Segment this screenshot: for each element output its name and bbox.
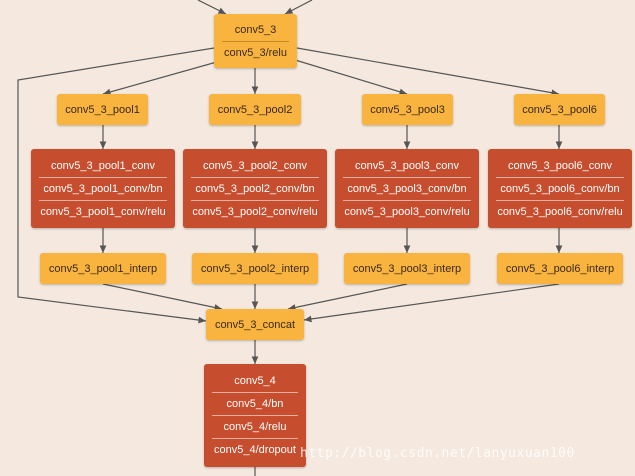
node-line: conv5_3_pool3: [370, 103, 445, 116]
edge-interp6-concat: [303, 283, 560, 323]
node-line: conv5_3_pool3_conv/relu: [344, 205, 470, 218]
edge-conv5-3-pool3: [281, 55, 408, 96]
node-line: conv5_3_pool2_conv/bn: [195, 182, 315, 195]
node-line: conv5_3_pool6_conv/relu: [497, 205, 623, 218]
node-separator: [191, 176, 319, 178]
node-pool2-interp[interactable]: conv5_3_pool2_interp: [192, 253, 318, 284]
node-line: conv5_3_pool3_conv/bn: [347, 182, 467, 195]
node-line: conv5_3_pool6_interp: [505, 262, 615, 275]
node-line: conv5_3_pool6: [522, 103, 597, 116]
edge-interp1-concat: [102, 283, 223, 311]
node-separator: [212, 392, 298, 393]
node-conv5-3[interactable]: conv5_3 conv5_3/relu: [214, 14, 297, 68]
node-line: conv5_3_concat: [214, 318, 296, 331]
node-separator: [222, 40, 289, 42]
node-line: conv5_3_pool6_conv/bn: [500, 182, 620, 195]
edge-interp3-concat: [287, 283, 408, 311]
node-line: conv5_3: [234, 23, 277, 36]
node-separator: [496, 199, 624, 201]
node-line: conv5_3_pool2_conv: [203, 159, 307, 172]
node-line: conv5_4/bn: [226, 398, 284, 410]
node-separator: [212, 415, 298, 416]
node-separator: [212, 438, 298, 439]
edge-conv5-3-pool6: [296, 47, 560, 97]
node-concat[interactable]: conv5_3_concat: [206, 309, 304, 340]
node-line: conv5_3_pool3_conv: [355, 159, 459, 172]
node-separator: [191, 199, 319, 201]
node-line: conv5_3_pool3_interp: [352, 262, 462, 275]
edge-conv5-3-bypass: [17, 47, 215, 324]
edge-input-right: [284, 0, 313, 15]
node-separator: [343, 176, 471, 178]
node-pool3-interp[interactable]: conv5_3_pool3_interp: [344, 253, 470, 284]
node-line: conv5_3/relu: [224, 46, 287, 59]
node-line: conv5_3_pool2: [217, 103, 293, 116]
node-pool3-conv[interactable]: conv5_3_pool3_conv conv5_3_pool3_conv/bn…: [335, 149, 479, 228]
node-pool6-interp[interactable]: conv5_3_pool6_interp: [497, 253, 623, 284]
node-line: conv5_4: [234, 375, 276, 387]
node-pool2-conv[interactable]: conv5_3_pool2_conv conv5_3_pool2_conv/bn…: [183, 149, 327, 228]
node-line: conv5_3_pool2_interp: [200, 262, 310, 275]
node-pool1[interactable]: conv5_3_pool1: [57, 94, 148, 125]
node-pool6-conv[interactable]: conv5_3_pool6_conv conv5_3_pool6_conv/bn…: [488, 149, 632, 228]
node-pool3[interactable]: conv5_3_pool3: [362, 94, 453, 125]
node-pool2[interactable]: conv5_3_pool2: [209, 94, 301, 125]
node-pool6[interactable]: conv5_3_pool6: [514, 94, 605, 125]
node-line: conv5_3_pool1_interp: [48, 262, 158, 275]
node-line: conv5_3_pool1_conv: [51, 159, 155, 172]
node-separator: [39, 176, 167, 178]
edge-input-left: [197, 0, 227, 15]
node-line: conv5_3_pool1_conv/relu: [40, 205, 166, 218]
node-separator: [343, 199, 471, 201]
watermark: http://blog.csdn.net/lanyuxuan100: [300, 446, 575, 461]
node-separator: [496, 176, 624, 178]
node-line: conv5_4/dropout: [214, 444, 296, 456]
node-pool1-conv[interactable]: conv5_3_pool1_conv conv5_3_pool1_conv/bn…: [31, 149, 175, 228]
node-line: conv5_3_pool1: [65, 103, 140, 116]
node-line: conv5_3_pool2_conv/relu: [192, 205, 318, 218]
node-pool1-interp[interactable]: conv5_3_pool1_interp: [40, 253, 166, 284]
node-line: conv5_4/relu: [223, 421, 287, 433]
node-line: conv5_3_pool1_conv/bn: [43, 182, 163, 195]
node-line: conv5_3_pool6_conv: [508, 159, 612, 172]
node-conv5-4[interactable]: conv5_4 conv5_4/bn conv5_4/relu conv5_4/…: [204, 364, 306, 467]
node-separator: [39, 199, 167, 201]
